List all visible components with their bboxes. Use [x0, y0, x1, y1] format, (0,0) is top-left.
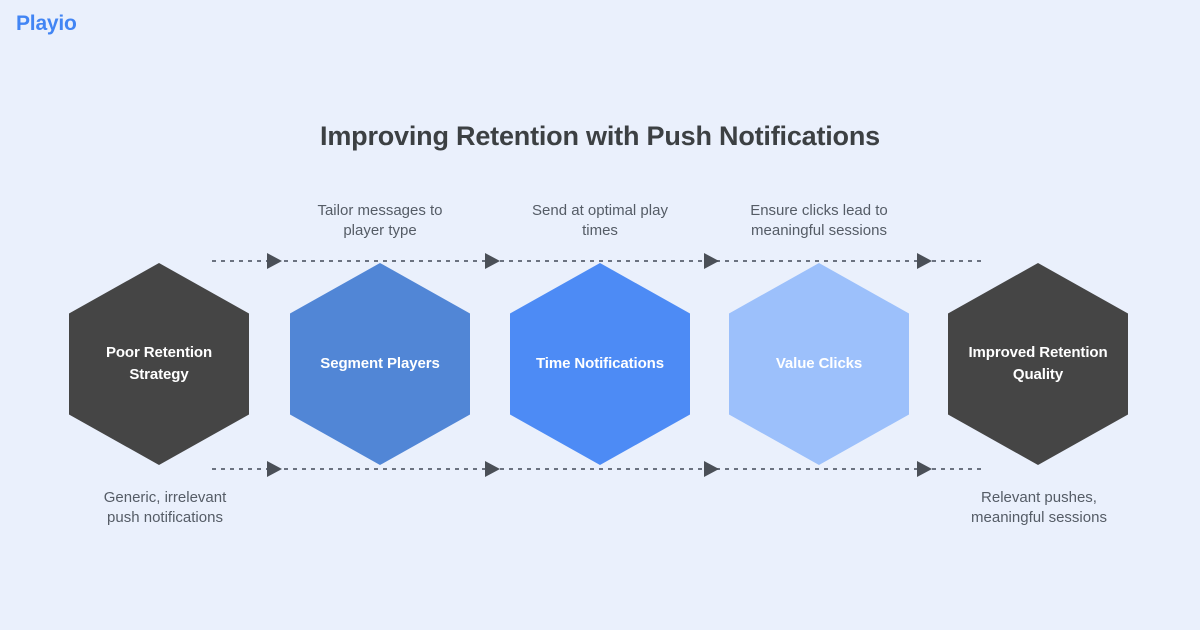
caption-line: push notifications — [107, 509, 223, 527]
caption-line: meaningful sessions — [971, 509, 1107, 527]
caption-line: Relevant pushes, — [981, 489, 1097, 506]
caption-line: Generic, irrelevant — [103, 489, 227, 506]
flow-node-poor-retention-strategy[interactable]: Poor Retention Strategy — [69, 263, 249, 465]
caption-meaningful-sessions: Ensure clicks lead to meaningful session… — [709, 201, 929, 242]
brand-logo: Playio — [16, 12, 77, 35]
caption-optimal-play-times: Send at optimal play times — [490, 201, 710, 242]
flow-node-label: Improved Retention Quality — [968, 344, 1108, 383]
caption-relevant-pushes: Relevant pushes, meaningful sessions — [929, 488, 1149, 529]
caption-line: Ensure clicks lead to — [750, 202, 888, 219]
flow-node-time-notifications[interactable]: Time Notifications — [510, 263, 690, 465]
caption-line: times — [582, 222, 618, 240]
flow-node-value-clicks[interactable]: Value Clicks — [729, 263, 909, 465]
flow-node-label: Time Notifications — [536, 355, 664, 373]
caption-generic-push-notifications: Generic, irrelevant push notifications — [55, 488, 275, 529]
flow-node-label: Poor Retention Strategy — [105, 344, 213, 383]
flow-node-segment-players[interactable]: Segment Players — [290, 263, 470, 465]
caption-line: Send at optimal play — [532, 202, 668, 219]
caption-line: Tailor messages to — [317, 202, 443, 219]
page-title: Improving Retention with Push Notificati… — [320, 121, 880, 151]
flow-node-improved-retention-quality[interactable]: Improved Retention Quality — [948, 263, 1128, 465]
caption-tailor-messages: Tailor messages to player type — [270, 201, 490, 242]
flow-connector-top — [212, 251, 985, 271]
flow-node-label: Value Clicks — [775, 355, 863, 373]
caption-line: player type — [343, 222, 417, 240]
flow-node-label: Segment Players — [320, 355, 440, 373]
caption-line: meaningful sessions — [751, 222, 887, 240]
flow-connector-bottom — [212, 459, 985, 479]
